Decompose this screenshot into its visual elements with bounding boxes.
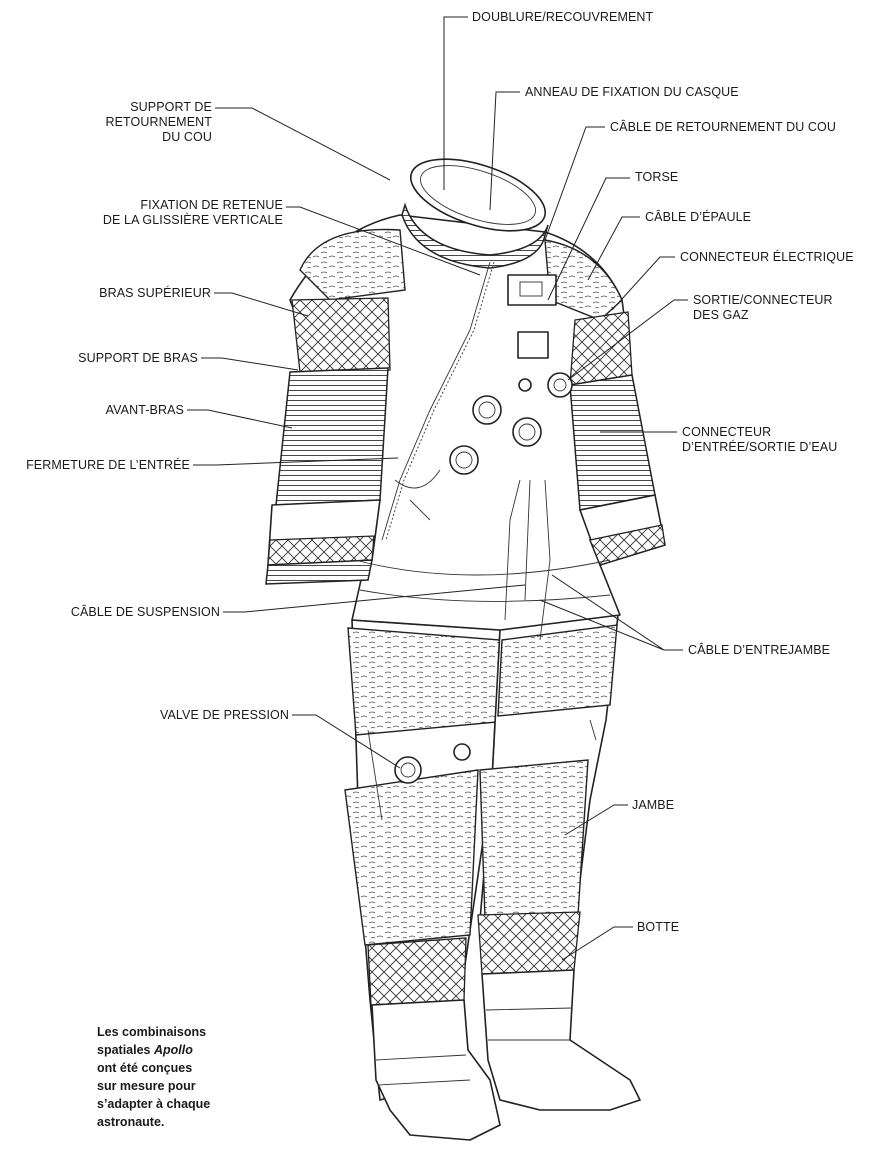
label-cable-retournement-cou: CÂBLE DE RETOURNEMENT DU COU	[610, 120, 836, 135]
label-cable-epaule: CÂBLE D’ÉPAULE	[645, 210, 751, 225]
right-leg-fur	[480, 760, 588, 918]
right-knee-band	[478, 912, 580, 974]
left-knee-band	[368, 938, 466, 1005]
label-cable-entrejambe: CÂBLE D’ENTREJAMBE	[688, 643, 830, 658]
right-upper-arm	[570, 312, 632, 385]
left-upper-arm	[292, 298, 390, 372]
label-connecteur-electrique: CONNECTEUR ÉLECTRIQUE	[680, 250, 854, 265]
label-botte: BOTTE	[637, 920, 679, 935]
label-support-de-bras: SUPPORT DE BRAS	[40, 351, 198, 366]
label-support-retournement-cou: SUPPORT DE RETOURNEMENT DU COU	[90, 100, 212, 145]
caption-line-2: spatiales Apollo	[97, 1041, 267, 1059]
label-bras-superieur: BRAS SUPÉRIEUR	[60, 286, 211, 301]
caption-line-5: s’adapter à chaque	[97, 1095, 267, 1113]
left-forearm	[276, 368, 388, 505]
label-avant-bras: AVANT-BRAS	[60, 403, 184, 418]
caption-line-6: astronaute.	[97, 1113, 267, 1131]
label-fermeture-entree: FERMETURE DE L’ENTRÉE	[2, 458, 190, 473]
left-thigh-fur	[348, 628, 500, 735]
label-cable-suspension: CÂBLE DE SUSPENSION	[20, 605, 220, 620]
label-fixation-retenue-glissiere: FIXATION DE RETENUE DE LA GLISSIÈRE VERT…	[5, 198, 283, 228]
label-anneau-fixation-casque: ANNEAU DE FIXATION DU CASQUE	[525, 85, 739, 100]
caption-line-1: Les combinaisons	[97, 1023, 267, 1041]
label-sortie-connecteur-gaz: SORTIE/CONNECTEUR DES GAZ	[693, 293, 833, 323]
right-thigh-fur	[498, 625, 617, 716]
left-glove-ring	[266, 560, 372, 584]
caption: Les combinaisons spatiales Apollo ont ét…	[97, 1023, 267, 1131]
suit-illustration	[266, 145, 665, 1140]
caption-line-3: ont été conçues	[97, 1059, 267, 1077]
caption-line-4: sur mesure pour	[97, 1077, 267, 1095]
left-boot	[372, 1000, 500, 1140]
left-leg-fur	[345, 770, 478, 945]
label-connecteur-entree-sortie-eau: CONNECTEUR D’ENTRÉE/SORTIE D’EAU	[682, 425, 837, 455]
label-doublure-recouvrement: DOUBLURE/RECOUVREMENT	[472, 10, 653, 25]
caption-line-2-text: spatiales	[97, 1043, 154, 1057]
caption-apollo: Apollo	[154, 1043, 193, 1057]
right-forearm	[570, 375, 655, 510]
label-valve-pression: VALVE DE PRESSION	[120, 708, 289, 723]
label-torse: TORSE	[635, 170, 678, 185]
label-jambe: JAMBE	[632, 798, 674, 813]
